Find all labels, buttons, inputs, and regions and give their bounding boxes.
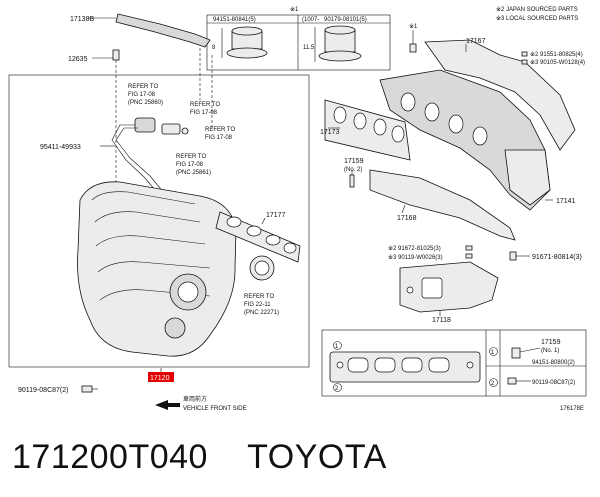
gasket-17138B [88, 13, 211, 48]
ref-fig-17-08-a: REFER TO FIG 17-08 (PNC 25860) [128, 84, 163, 106]
ref-fig-17-08-d: REFER TO FIG 17-08 (PNC 25861) [176, 154, 211, 176]
bolt-91671 [509, 251, 530, 261]
bolt-mark1-top [409, 30, 417, 53]
table-bottom-row1-sub: (No. 1) [541, 348, 559, 354]
label-mark1-top: ※1 [409, 23, 418, 30]
bolt-table-top: ※1 94151-80841(5) (1007- 90179-08101(5) … [206, 6, 391, 71]
table-top-col2a: (1007- [302, 17, 319, 23]
footer-code: 176178E [560, 406, 584, 412]
label-17177: 17177 [266, 212, 286, 219]
label-90119-w0026: ※3 90119-W0026(3) [388, 254, 443, 261]
label-91672: ※2 91672-81025(3) [388, 245, 441, 252]
bolt-90119-08c87 [81, 385, 98, 393]
table-bottom-row2-num: 2 [491, 381, 495, 387]
highlight-17120 [148, 372, 174, 382]
label-91551: ※2 91551-80825(4) [530, 51, 583, 58]
label-90105: ※3 90105-W0128(4) [530, 59, 585, 66]
note-local-sourced: ※3 LOCAL SOURCED PARTS [496, 15, 578, 22]
label-12635: 12635 [68, 56, 88, 63]
label-17138B: 17138B [70, 16, 94, 23]
svg-text:(PNC 25861): (PNC 25861) [176, 170, 211, 176]
label-17168: 17168 [397, 215, 417, 222]
vehicle-front-arrow-icon [155, 400, 180, 410]
table-bottom-mark2: 2 [335, 386, 339, 392]
parts-diagram: ※2 JAPAN SOURCED PARTS ※3 LOCAL SOURCED … [8, 6, 587, 412]
svg-text:(PNC 25860): (PNC 25860) [128, 100, 163, 106]
label-17141: 17141 [556, 198, 576, 205]
svg-text:REFER TO: REFER TO [205, 127, 235, 133]
svg-text:(PNC 22271): (PNC 22271) [244, 310, 279, 316]
svg-text:FIG 17-08: FIG 17-08 [176, 162, 204, 168]
table-top-mark: ※1 [290, 6, 299, 13]
clip-12635 [92, 49, 120, 190]
table-bottom-row1-bolt: 94151-80800(2) [532, 360, 575, 366]
gasket-17173 [324, 99, 411, 161]
vehicle-front-label: VEHICLE FRONT SIDE [183, 406, 247, 412]
gasket-17177 [215, 211, 301, 263]
flange-nut-icon [221, 26, 268, 59]
table-top-col1: 94151-80841(5) [213, 17, 256, 23]
table-bottom-row1-part: 17159 [541, 339, 561, 346]
table-bottom-mark1: 1 [335, 344, 339, 350]
label-90119-bottom: 90119-08C87(2) [18, 387, 68, 394]
part-number-title: 171200T040 TOYOTA [12, 438, 387, 476]
svg-text:FIG 22-11: FIG 22-11 [244, 302, 271, 308]
table-top-dim-right: 11.5 [303, 45, 315, 51]
ref-fig-17-08-b: REFER TO FIG 17-08 [190, 102, 220, 116]
vacuum-valve [111, 117, 189, 197]
ref-fig-22-11: REFER TO FIG 22-11 (PNC 22271) [244, 294, 279, 316]
heat-shield-upper-17167 [424, 39, 576, 151]
svg-text:FIG 17-08: FIG 17-08 [128, 92, 156, 98]
ref-fig-17-08-c: REFER TO FIG 17-08 [205, 127, 235, 141]
bolt-91672 [465, 245, 473, 259]
table-bottom-row1-num: 1 [491, 350, 495, 356]
label-17118: 17118 [432, 317, 451, 324]
label-95411-49933: 95411-49933 [40, 144, 81, 151]
vehicle-front-kanji: 車両前方 [183, 395, 207, 403]
table-top-col2b: 90179-08101(5) [324, 17, 367, 23]
svg-text:FIG 17-08: FIG 17-08 [205, 135, 233, 141]
label-91671: 91671-80814(3) [532, 254, 582, 261]
heat-shield-lower-17168 [369, 169, 516, 241]
stud-17159-no2 [349, 170, 355, 188]
svg-text:REFER TO: REFER TO [176, 154, 206, 160]
bolt-table-bottom [321, 329, 587, 397]
label-17167: 17167 [466, 38, 486, 45]
label-17159-no2: 17159 [344, 158, 364, 165]
bracket-17118 [399, 261, 499, 316]
table-top-dim-left: 8 [212, 45, 216, 51]
throttle-gasket-ring [249, 255, 275, 281]
label-17159-no2-sub: (No. 2) [344, 167, 362, 173]
svg-text:FIG 17-08: FIG 17-08 [190, 110, 218, 116]
intake-assembly-frame [8, 74, 310, 368]
svg-text:REFER TO: REFER TO [190, 102, 220, 108]
label-17173: 17173 [320, 129, 340, 136]
label-17120: 17120 [150, 375, 170, 382]
intake-manifold [77, 181, 237, 357]
svg-text:REFER TO: REFER TO [128, 84, 158, 90]
svg-text:REFER TO: REFER TO [244, 294, 274, 300]
exhaust-manifold-17141 [379, 69, 553, 211]
note-japan-sourced: ※2 JAPAN SOURCED PARTS [496, 6, 578, 13]
flange-nut-tall-icon [314, 25, 362, 62]
bolt-91551 [521, 51, 528, 65]
table-bottom-row2-bolt: 90119-08C87(2) [532, 380, 575, 386]
